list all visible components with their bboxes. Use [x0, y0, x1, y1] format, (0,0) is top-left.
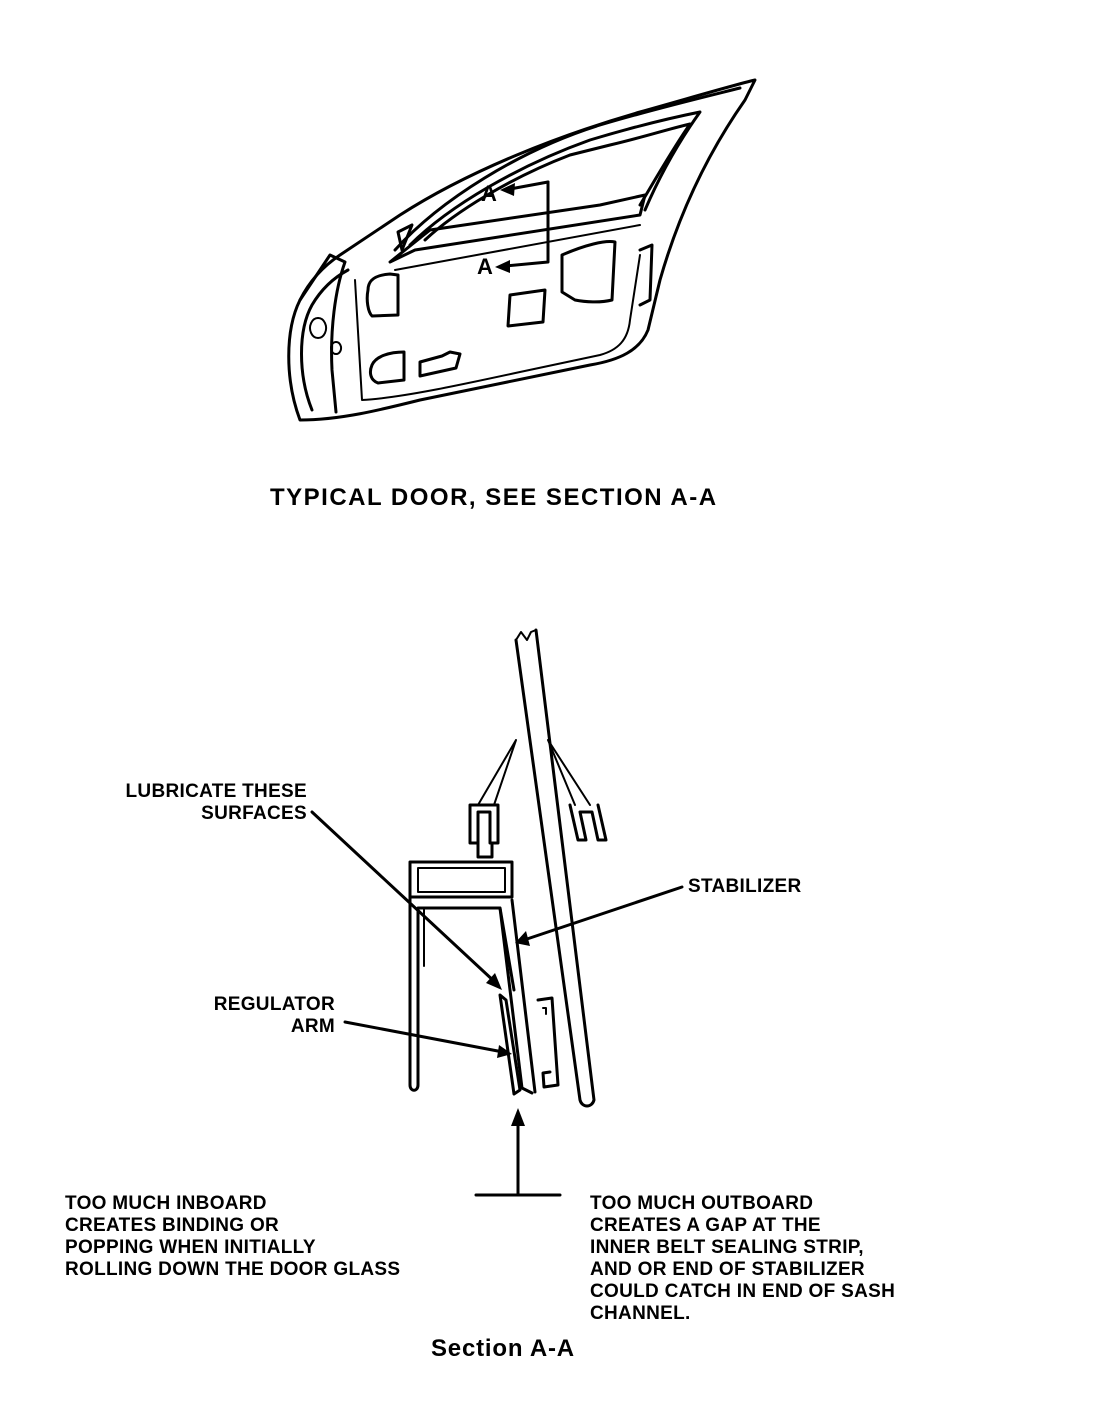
outboard-note: TOO MUCH OUTBOARD CREATES A GAP AT THE I…	[590, 1193, 896, 1324]
door-caption: TYPICAL DOOR, SEE SECTION A-A	[270, 484, 718, 511]
lubricate-label: LUBRICATE THESE SURFACES	[125, 781, 307, 824]
section-marker-top: A	[481, 181, 497, 206]
stabilizer-label: STABILIZER	[688, 876, 802, 897]
section-marker-bottom: A	[477, 254, 493, 279]
section-caption: Section A-A	[431, 1335, 575, 1362]
inboard-note: TOO MUCH INBOARD CREATES BINDING OR POPP…	[65, 1193, 401, 1280]
regulator-arm-label: REGULATOR ARM	[213, 994, 335, 1037]
